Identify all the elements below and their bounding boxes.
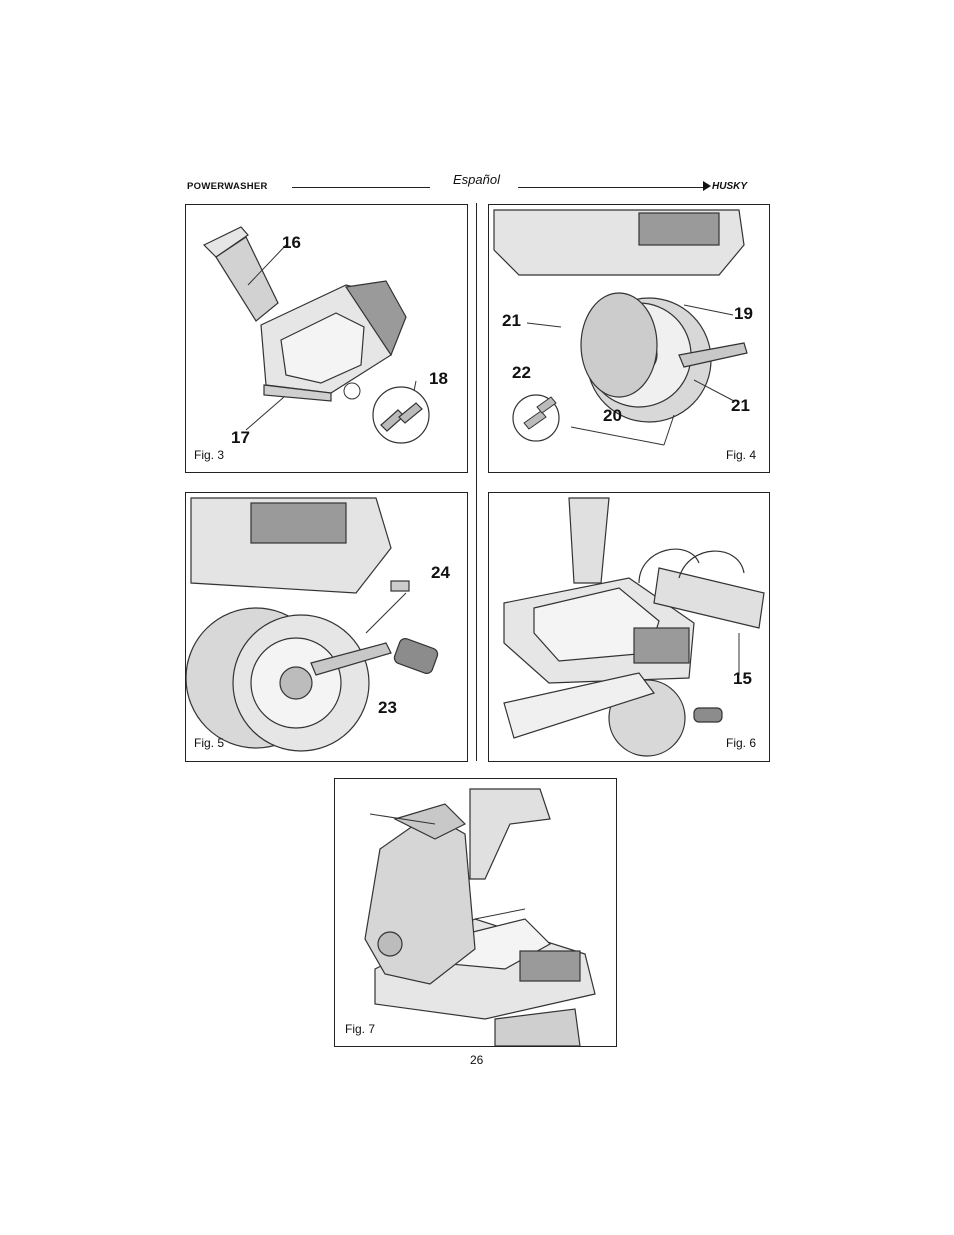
callout-18: 18 xyxy=(429,369,448,388)
callout-24: 24 xyxy=(431,563,450,582)
figure-5-caption: Fig. 5 xyxy=(194,736,225,750)
callout-16: 16 xyxy=(282,233,301,252)
callout-15: 15 xyxy=(733,669,752,688)
callout-19: 19 xyxy=(734,304,753,323)
page-number: 26 xyxy=(470,1053,484,1067)
figure-6-panel: 15 Fig. 6 xyxy=(488,492,770,762)
callout-23: 23 xyxy=(378,698,397,717)
callout-21-right: 21 xyxy=(731,396,750,415)
figure-4-illustration xyxy=(493,209,748,446)
callout-22: 22 xyxy=(512,363,531,382)
header-brand: HUSKY xyxy=(712,181,748,192)
figure-5-panel: 24 23 Fig. 5 xyxy=(185,492,468,762)
callout-21-left: 21 xyxy=(502,311,521,330)
header-product: POWERWASHER xyxy=(187,181,268,192)
figure-6-caption: Fig. 6 xyxy=(726,736,757,750)
callout-20: 20 xyxy=(603,406,622,425)
figure-4-panel: 21 19 22 20 21 Fig. 4 xyxy=(488,204,770,473)
figure-7-panel: Fig. 7 xyxy=(334,778,617,1047)
figure-3-panel: 16 18 17 Fig. 3 xyxy=(185,204,468,473)
header-rule-right xyxy=(518,187,704,188)
figure-7-caption: Fig. 7 xyxy=(345,1022,376,1036)
header-language: Español xyxy=(453,172,500,187)
figure-4-caption: Fig. 4 xyxy=(726,448,757,462)
column-divider xyxy=(476,203,477,761)
figure-3-illustration xyxy=(202,226,430,444)
header-rule-left xyxy=(292,187,430,188)
figure-3-caption: Fig. 3 xyxy=(194,448,225,462)
brand-arrow-icon xyxy=(703,181,711,191)
figure-7-illustration xyxy=(364,788,596,1046)
callout-17: 17 xyxy=(231,428,250,447)
figure-5-illustration xyxy=(186,497,439,752)
figure-6-illustration xyxy=(503,497,765,757)
